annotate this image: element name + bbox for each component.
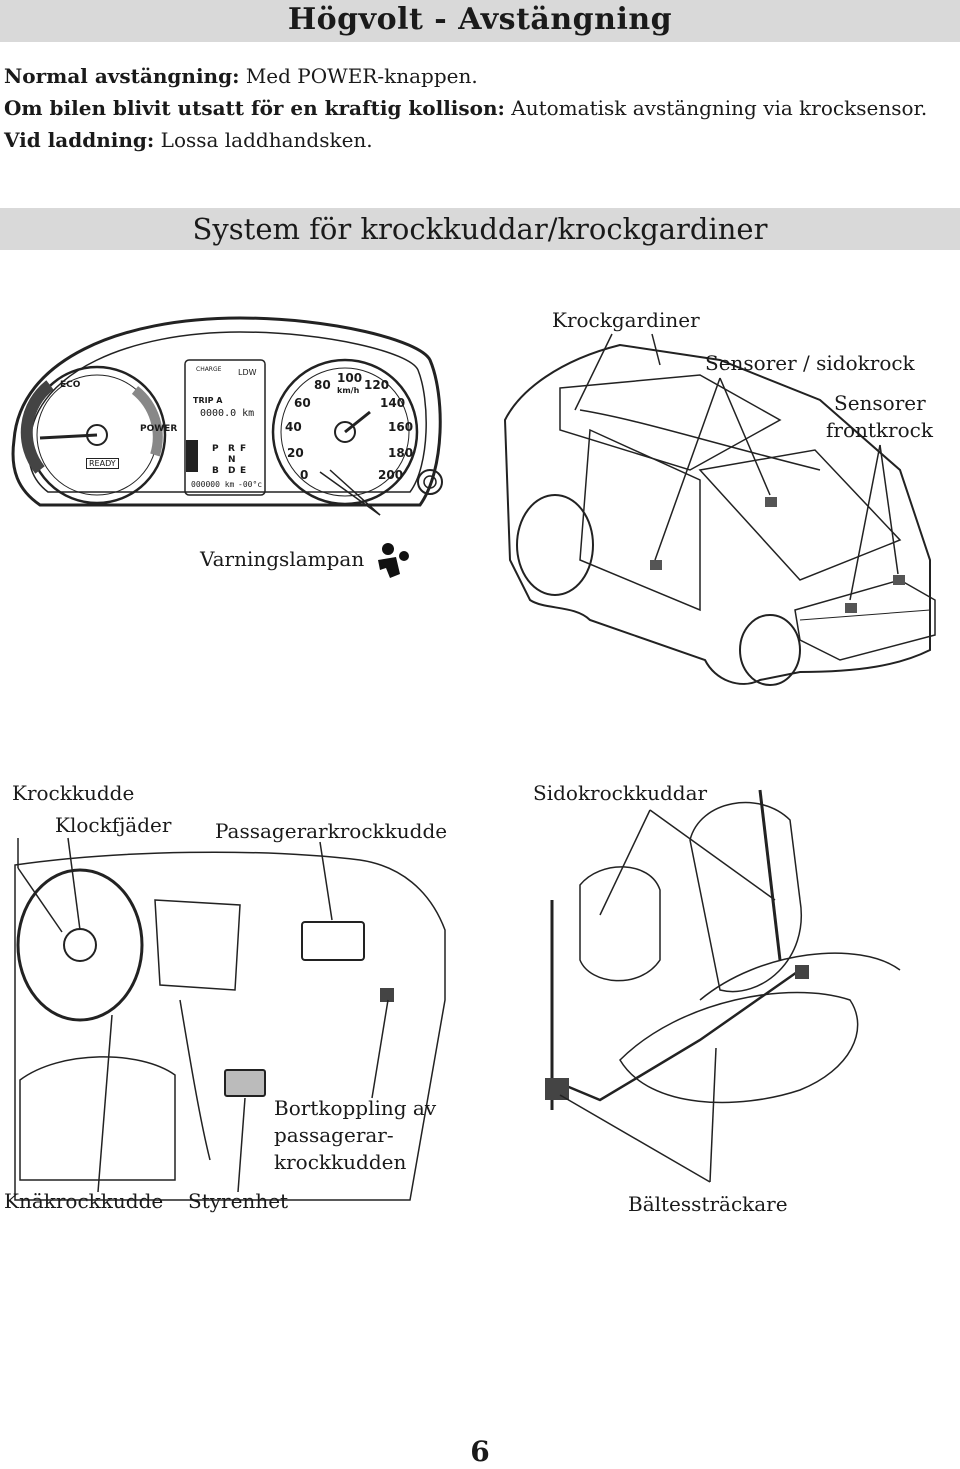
power-needle [39, 433, 98, 440]
passenger-airbag-module [301, 921, 365, 961]
page-number: 6 [470, 1435, 490, 1468]
speed-tick-180: 180 [388, 446, 414, 460]
pointer-side-sensor-2 [654, 377, 721, 561]
pointer-knee-airbag [97, 1014, 113, 1193]
speed-tick-20: 20 [287, 446, 304, 460]
cluster-trip-value: 0000.0 km [200, 408, 255, 419]
cluster-temperature: -00°c [238, 480, 263, 489]
label-disconnect-2: passagerar- [274, 1123, 394, 1147]
page-title: Högvolt - Avstängning [287, 2, 673, 37]
dashboard-drawing [14, 837, 446, 1201]
pointer-clock-spring [67, 837, 81, 931]
speed-needle [344, 410, 371, 434]
label-airbag: Krockkudde [12, 781, 135, 805]
pointer-airbag [17, 867, 63, 933]
shutdown-charging-label: Vid laddning: [4, 128, 155, 152]
pointer-pretensioner [559, 1094, 711, 1183]
label-front-sensors-1: Sensorer [834, 391, 926, 415]
label-passenger-airbag: Passagerarkrockkudde [215, 819, 448, 843]
label-disconnect-3: krockkudden [274, 1150, 407, 1174]
shutdown-collision-label: Om bilen blivit utsatt för en kraftig ko… [4, 96, 505, 120]
label-side-airbags: Sidokrockkuddar [533, 781, 708, 805]
passenger-airbag-switch [380, 988, 394, 1002]
seats-drawing [545, 789, 901, 1183]
pointer-front-sensor-1 [849, 444, 881, 601]
shutdown-normal-text: Med POWER-knappen. [245, 64, 478, 88]
cluster-ldw-label: LDW [238, 368, 257, 377]
pretensioner-right [795, 965, 809, 979]
cluster-charge-label: CHARGE [196, 366, 222, 373]
shutdown-charging-text: Lossa laddhandsken. [160, 128, 373, 152]
pointer-control-unit [237, 1097, 246, 1193]
speed-tick-200: 200 [378, 468, 404, 482]
section-band [0, 208, 960, 250]
label-pretensioner: Bältessträckare [628, 1192, 788, 1216]
instrument-cluster [11, 316, 443, 516]
steering-wheel [16, 868, 144, 1022]
gear-b: B [212, 466, 219, 476]
speed-tick-40: 40 [285, 420, 302, 434]
shutdown-normal-label: Normal avstängning: [4, 64, 240, 88]
pointer-disconnect [371, 999, 389, 1099]
shutdown-normal: Normal avstängning: Med POWER-knappen. [4, 64, 478, 88]
title-band [0, 0, 960, 42]
shutdown-collision: Om bilen blivit utsatt för en kraftig ko… [4, 96, 927, 120]
gear-d: D [228, 466, 236, 476]
label-control-unit: Styrenhet [188, 1189, 289, 1213]
airbag-warning-icon [378, 543, 409, 578]
pointer-curtain-1 [574, 333, 613, 411]
speed-tick-100: 100 [337, 371, 363, 385]
reset-knob [417, 469, 443, 495]
fuel-empty: E [240, 466, 247, 476]
battery-gauge [186, 440, 198, 472]
speedometer-dial [271, 358, 419, 506]
fuel-full: F [240, 444, 247, 454]
label-disconnect-1: Bortkoppling av [274, 1096, 437, 1120]
label-knee-airbag: Knäkrockkudde [4, 1189, 164, 1213]
pointer-side-airbag-1 [599, 809, 651, 916]
label-side-sensors: Sensorer / sidokrock [705, 351, 915, 375]
section-title: System för krockkuddar/krockgardiner [192, 212, 768, 246]
label-warning-lamp: Varningslampan [200, 547, 365, 571]
speed-tick-0: 0 [300, 468, 309, 482]
pretensioner-left [545, 1078, 569, 1100]
control-unit [224, 1069, 266, 1097]
clock-spring [63, 928, 97, 962]
gear-p: P [212, 444, 219, 454]
speed-tick-60: 60 [294, 396, 311, 410]
pointer-curtain-2 [651, 333, 661, 366]
center-display [184, 359, 266, 496]
eco-arc [20, 380, 54, 474]
vehicle-drawing [503, 333, 936, 686]
cluster-eco-label: ECO [60, 380, 81, 390]
cluster-ready-label: READY [86, 458, 119, 469]
pointer-warning-lamp-1 [319, 471, 381, 516]
gear-r: R [228, 444, 235, 454]
label-front-sensors-2: frontkrock [826, 418, 933, 442]
speed-tick-120: 120 [364, 378, 390, 392]
power-arc [131, 386, 163, 457]
label-clock-spring: Klockfjäder [55, 813, 172, 837]
gear-n: N [228, 455, 236, 465]
cluster-odometer: 000000 km [191, 480, 235, 489]
cluster-power-label: POWER [140, 424, 178, 434]
speed-tick-160: 160 [388, 420, 414, 434]
speed-tick-140: 140 [380, 396, 406, 410]
cluster-trip-label: TRIP A [193, 396, 223, 405]
pointer-front-sensor-2 [879, 444, 899, 575]
pointer-side-sensor-1 [719, 377, 771, 496]
shutdown-collision-text: Automatisk avstängning via krocksensor. [511, 96, 928, 120]
label-curtains: Krockgardiner [552, 308, 700, 332]
pointer-side-airbag-2 [649, 809, 776, 901]
speed-tick-80: 80 [314, 378, 331, 392]
pointer-passenger-airbag [319, 841, 333, 921]
shutdown-charging: Vid laddning: Lossa laddhandsken. [4, 128, 373, 152]
speed-unit: km/h [337, 386, 360, 395]
